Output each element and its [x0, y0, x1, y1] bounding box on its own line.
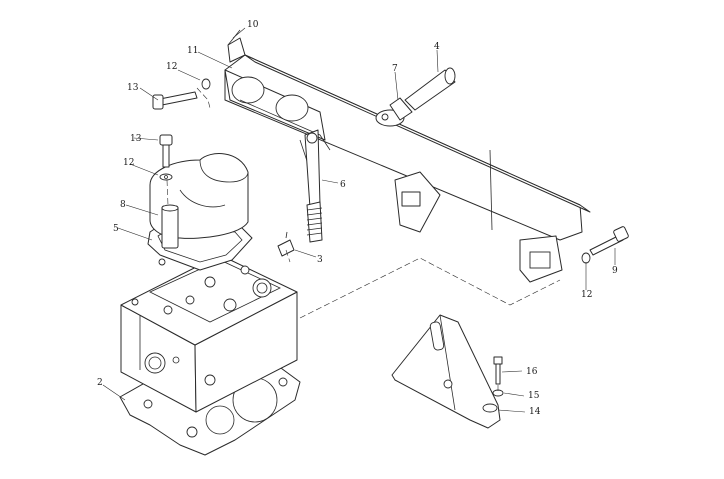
pipe-6 [304, 129, 323, 243]
callout-14: 14 [529, 407, 541, 417]
callout-13-mid: 13 [130, 134, 142, 144]
callout-6: 6 [340, 180, 346, 190]
callout-2: 2 [97, 378, 103, 388]
bolt-16 [493, 356, 503, 385]
leader-lines [102, 27, 616, 413]
bracket-7 [375, 97, 413, 127]
bolt-13-lower [159, 134, 173, 181]
callout-15: 15 [528, 391, 540, 401]
callout-8: 8 [120, 200, 126, 210]
callout-5: 5 [113, 224, 119, 234]
clip-3 [277, 231, 295, 257]
callout-12-right: 12 [581, 290, 592, 300]
cylinder-head [120, 254, 298, 413]
callout-11: 11 [187, 46, 198, 56]
callout-4: 4 [434, 42, 440, 52]
callout-7: 7 [392, 64, 398, 74]
callout-13-top: 13 [127, 83, 139, 93]
callout-16: 16 [526, 367, 538, 377]
bracket-14 [391, 314, 501, 429]
bolt-13-upper [152, 78, 211, 110]
callout-10: 10 [247, 20, 259, 30]
callout-3: 3 [317, 255, 323, 265]
assembly-lines [166, 87, 561, 392]
callout-12-top: 12 [166, 62, 177, 72]
stud-4 [404, 67, 456, 111]
exhaust-manifold [224, 54, 591, 283]
callout-12-mid: 12 [123, 158, 134, 168]
rocker-cover [149, 153, 249, 249]
callout-9: 9 [612, 266, 618, 276]
bolt-9 [581, 226, 629, 264]
